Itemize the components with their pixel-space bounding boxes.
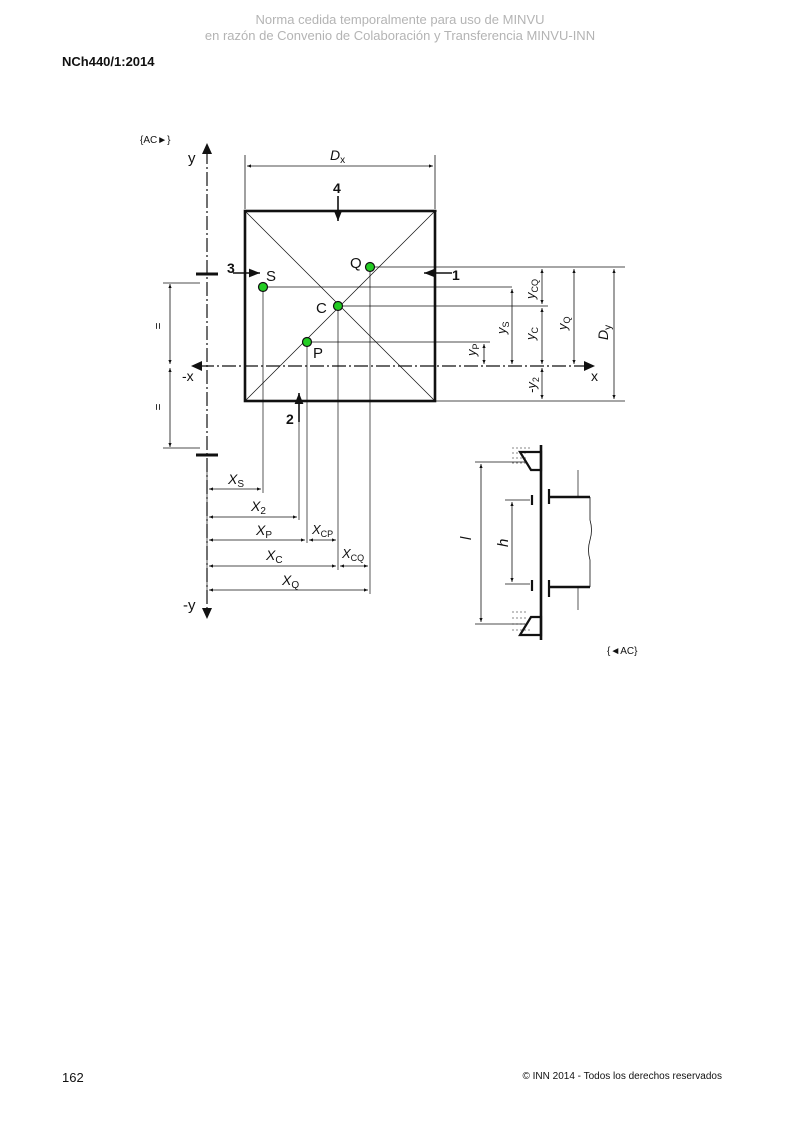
dy-label: Dy	[595, 325, 614, 340]
load-label-2: 2	[286, 411, 294, 427]
xcp-label: XCP	[311, 522, 333, 539]
ac-close-marker: {◄AC}	[607, 646, 638, 657]
x2-label: X2	[250, 498, 266, 517]
ac-open-marker: {AC►}	[140, 135, 171, 146]
y-axis-arrow-icon	[202, 143, 212, 154]
page-number: 162	[62, 1070, 84, 1085]
load-label-3: 3	[227, 260, 235, 276]
point-s-label: S	[266, 268, 276, 285]
xp-label: XP	[255, 522, 272, 541]
neg-x-axis-arrow-icon	[191, 361, 202, 371]
h-label: h	[495, 539, 512, 547]
point-p-marker	[301, 336, 313, 348]
x-axis-label: x	[591, 368, 598, 384]
xc-label: XC	[265, 547, 283, 566]
load-label-1: 1	[452, 267, 460, 283]
document-number: NCh440/1:2014	[62, 54, 155, 69]
ys-label: yS	[494, 321, 511, 335]
neg-y-axis-label: -y	[183, 597, 196, 614]
l-label: l	[458, 536, 475, 540]
upper-support-icon	[518, 450, 543, 472]
point-q-label: Q	[350, 255, 362, 272]
point-c-label: C	[316, 300, 327, 317]
section-detail: l h	[458, 445, 592, 640]
y-axis-label: y	[188, 150, 196, 167]
xq-label: XQ	[281, 572, 299, 591]
copyright-notice: © INN 2014 - Todos los derechos reservad…	[522, 1071, 722, 1082]
point-c-marker	[332, 300, 344, 312]
yq-label: yQ	[555, 316, 572, 331]
break-line	[588, 497, 592, 587]
point-p-label: P	[313, 345, 323, 362]
neg-y2-label: -y2	[524, 377, 541, 393]
neg-y-axis-arrow-icon	[202, 608, 212, 619]
lower-support-icon	[518, 615, 543, 637]
xcq-label: XCQ	[341, 546, 364, 563]
watermark: Norma cedida temporalmente para uso de M…	[0, 12, 800, 44]
x-axis-arrow-icon	[584, 361, 595, 371]
point-q-marker	[364, 261, 376, 273]
neg-x-axis-label: -x	[182, 368, 194, 384]
dx-label: Dx	[330, 147, 345, 166]
watermark-line-2: en razón de Convenio de Colaboración y T…	[204, 28, 596, 43]
watermark-line-1: Norma cedida temporalmente para uso de M…	[255, 12, 545, 27]
yc-label: yC	[523, 327, 540, 342]
equal-mark-lower: =	[151, 403, 165, 410]
xs-label: XS	[227, 471, 244, 490]
yp-label: yP	[464, 343, 481, 357]
ycq-label: yCQ	[523, 279, 540, 300]
point-s-marker	[257, 281, 269, 293]
load-label-4: 4	[333, 180, 341, 196]
equal-mark-upper: =	[151, 322, 165, 329]
